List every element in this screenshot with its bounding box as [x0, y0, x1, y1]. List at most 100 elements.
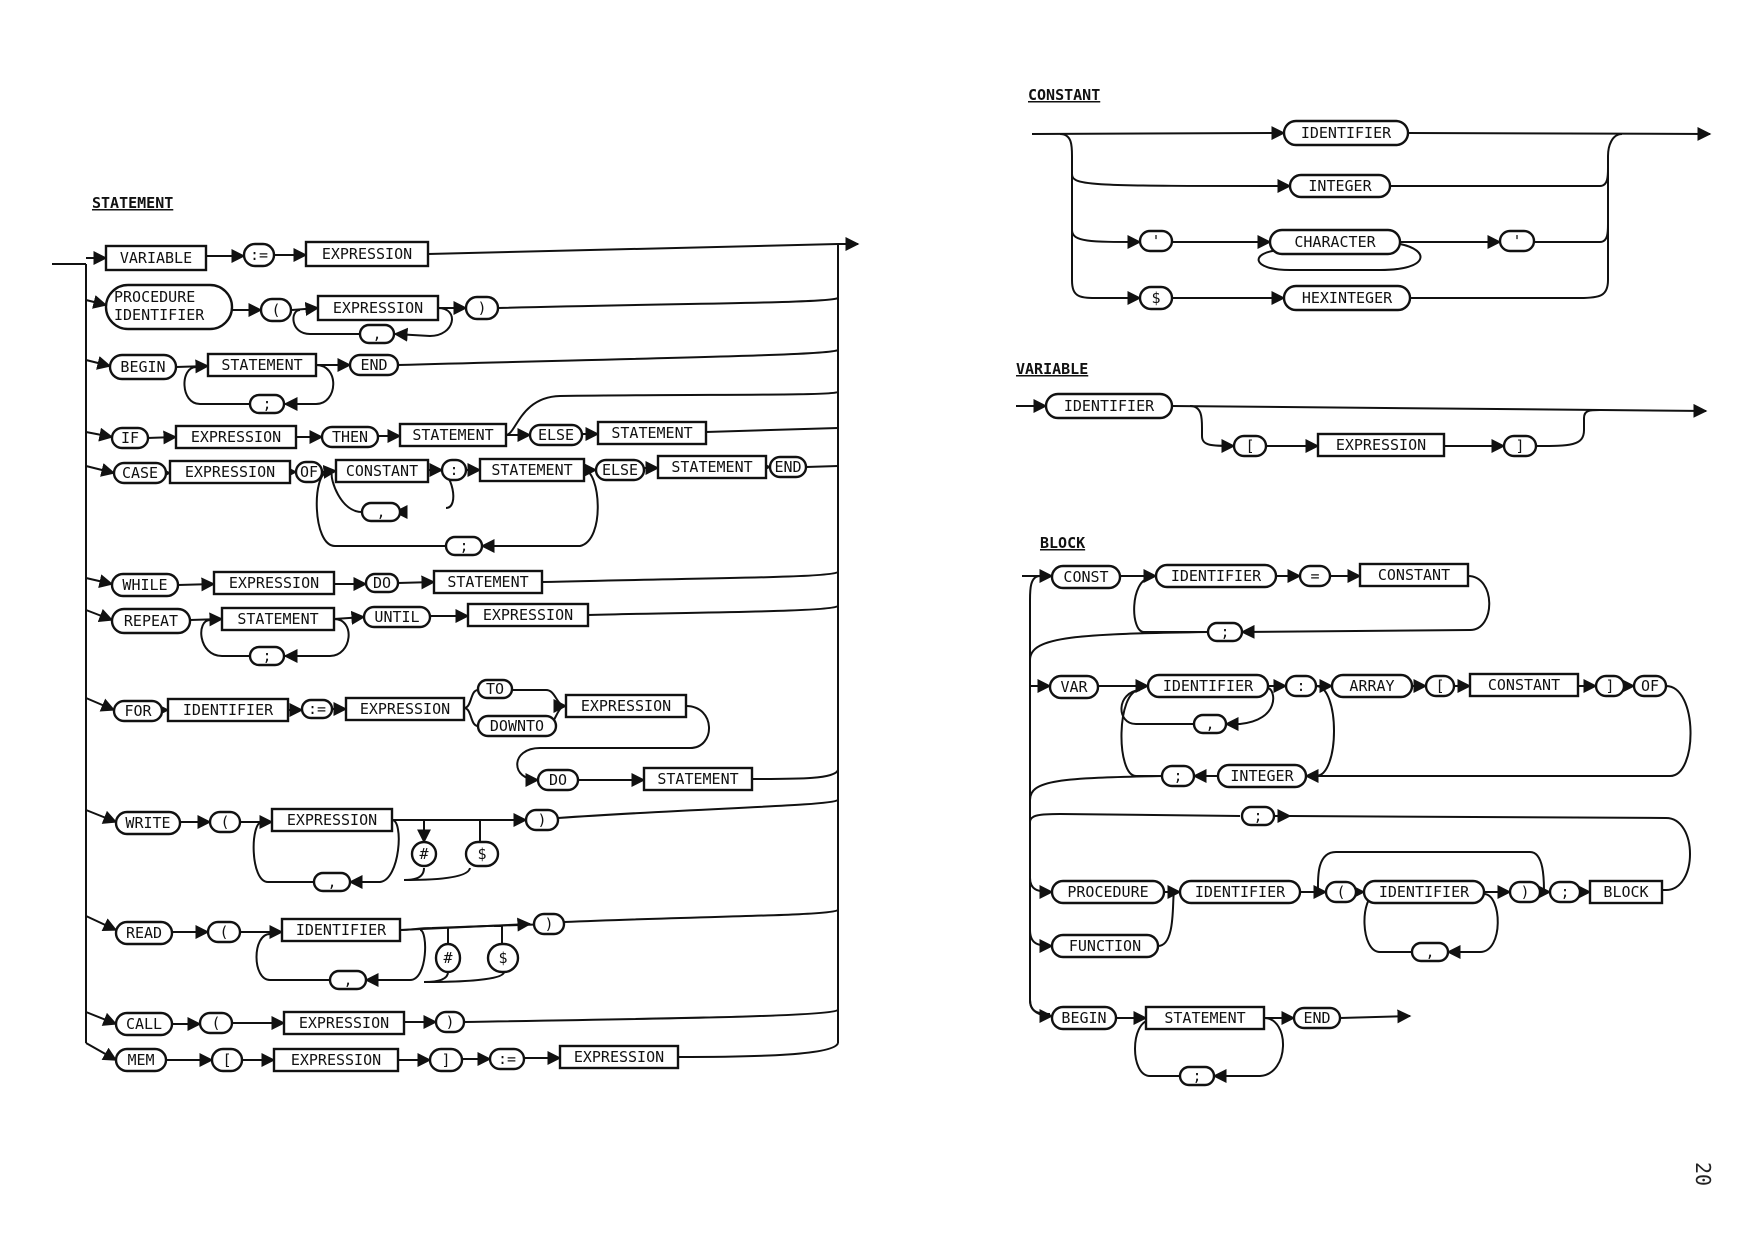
node-oval: [300, 698, 334, 720]
node-label: IDENTIFIER: [1064, 397, 1155, 415]
statement-node-statement: STATEMENT: [206, 352, 318, 378]
statement-node-statement: STATEMENT: [656, 454, 768, 480]
node-label: [: [1245, 437, 1254, 455]
node-oval: [1282, 284, 1412, 312]
node-oval: [1282, 119, 1410, 147]
node-oval: [1594, 674, 1626, 698]
node-label: INTEGER: [1230, 767, 1294, 785]
statement-node-semicolon: ;: [444, 535, 484, 557]
node-oval: [1324, 880, 1358, 904]
constant-node-identifier: IDENTIFIER: [1282, 119, 1410, 147]
node-oval: [1502, 434, 1538, 458]
node-label: DOWNTO: [490, 717, 544, 735]
statement-node-assign: :=: [488, 1047, 526, 1071]
node-label: HEXINTEGER: [1302, 289, 1393, 307]
node-label: CONSTANT: [1488, 676, 1560, 694]
block-node-procedure: PROCEDURE: [1050, 879, 1166, 905]
node-label: ARRAY: [1349, 677, 1394, 695]
node-box: [642, 766, 754, 792]
node-oval: [110, 572, 180, 598]
node-oval: [108, 353, 178, 381]
node-label: ;: [1173, 767, 1182, 785]
statement-node-statement: STATEMENT: [432, 569, 544, 595]
statement-node-close-bracket: ]: [428, 1047, 464, 1073]
node-label: (: [271, 301, 280, 319]
statement-node-while: WHILE: [110, 572, 180, 598]
node-oval: [1146, 673, 1270, 699]
node-box: [1316, 432, 1446, 458]
node-oval: [1292, 1006, 1342, 1030]
statement-node-semicolon: ;: [248, 393, 286, 415]
node-label: STATEMENT: [491, 461, 572, 479]
statement-node-expression: EXPRESSION: [212, 570, 336, 596]
statement-node-expression: EXPRESSION: [466, 602, 590, 628]
node-label: EXPRESSION: [1336, 436, 1426, 454]
statement-node-expression: EXPRESSION: [558, 1044, 680, 1070]
statement-node-dollar: $: [464, 840, 500, 868]
node-label: WHILE: [122, 576, 167, 594]
node-oval: [114, 920, 174, 946]
node-oval: [1138, 229, 1174, 253]
node-label: $: [1151, 289, 1160, 307]
statement-node-statement: STATEMENT: [642, 766, 754, 792]
variable-node-identifier: IDENTIFIER: [1044, 392, 1174, 420]
node-label: DO: [373, 574, 391, 592]
node-oval: [434, 942, 462, 974]
variable-node-open-bracket: [: [1232, 434, 1268, 458]
node-label: ;: [459, 537, 468, 555]
node-oval: [1178, 1065, 1216, 1087]
variable-node-close-bracket: ]: [1502, 434, 1538, 458]
node-box: [344, 696, 466, 722]
node-oval: [364, 572, 400, 594]
statement-node-comma: ,: [312, 871, 352, 893]
statement-node-mem: MEM: [114, 1047, 168, 1073]
node-label: PROCEDURE: [1067, 883, 1148, 901]
node-label: (: [1336, 883, 1345, 901]
node-oval: [206, 920, 242, 944]
statement-heading: STATEMENT: [92, 194, 173, 212]
node-oval: [768, 455, 808, 479]
node-oval: [1048, 674, 1100, 700]
block-node-block: BLOCK: [1588, 879, 1664, 905]
block-heading: BLOCK: [1040, 534, 1085, 552]
node-label: TO: [486, 680, 504, 698]
node-label: IDENTIFIER: [1379, 883, 1470, 901]
node-oval: [112, 699, 164, 723]
constant-node-hexinteger: HEXINTEGER: [1282, 284, 1412, 312]
node-label: STATEMENT: [611, 424, 692, 442]
node-label: EXPRESSION: [581, 697, 671, 715]
node-oval: [1268, 228, 1402, 256]
statement-node-statement: STATEMENT: [398, 422, 508, 448]
statement-node-to: TO: [476, 678, 514, 700]
node-label: :=: [250, 246, 268, 264]
block-node-integer: INTEGER: [1216, 763, 1308, 789]
node-label: FOR: [124, 702, 152, 720]
node-label: :: [449, 461, 458, 479]
block-node-constant: CONSTANT: [1468, 672, 1580, 698]
node-label: IDENTIFIER: [1195, 883, 1286, 901]
node-box: [272, 1047, 400, 1073]
node-oval: [528, 423, 584, 447]
node-label: (: [219, 923, 228, 941]
node-label: CONST: [1063, 568, 1108, 586]
node-label: :=: [308, 700, 326, 718]
node-label: STATEMENT: [412, 426, 493, 444]
node-label: VAR: [1060, 678, 1088, 696]
node-label: IDENTIFIER: [1301, 124, 1392, 142]
block-node-comma: ,: [1192, 713, 1228, 735]
node-oval: [1498, 229, 1536, 253]
constant-lines: [1031, 126, 1712, 305]
node-oval: [464, 295, 500, 321]
constant-node-integer: INTEGER: [1288, 173, 1392, 199]
constant-node-quote: ': [1498, 229, 1536, 253]
node-label: ELSE: [538, 426, 574, 444]
variable-node-expression: EXPRESSION: [1316, 432, 1446, 458]
statement-node-do: DO: [364, 572, 400, 594]
node-oval: [428, 1047, 464, 1073]
node-box: [304, 240, 430, 268]
node-label: #: [419, 845, 428, 863]
node-oval: [1232, 434, 1268, 458]
node-oval: [1050, 879, 1166, 905]
statement-node-hash: #: [434, 942, 462, 974]
